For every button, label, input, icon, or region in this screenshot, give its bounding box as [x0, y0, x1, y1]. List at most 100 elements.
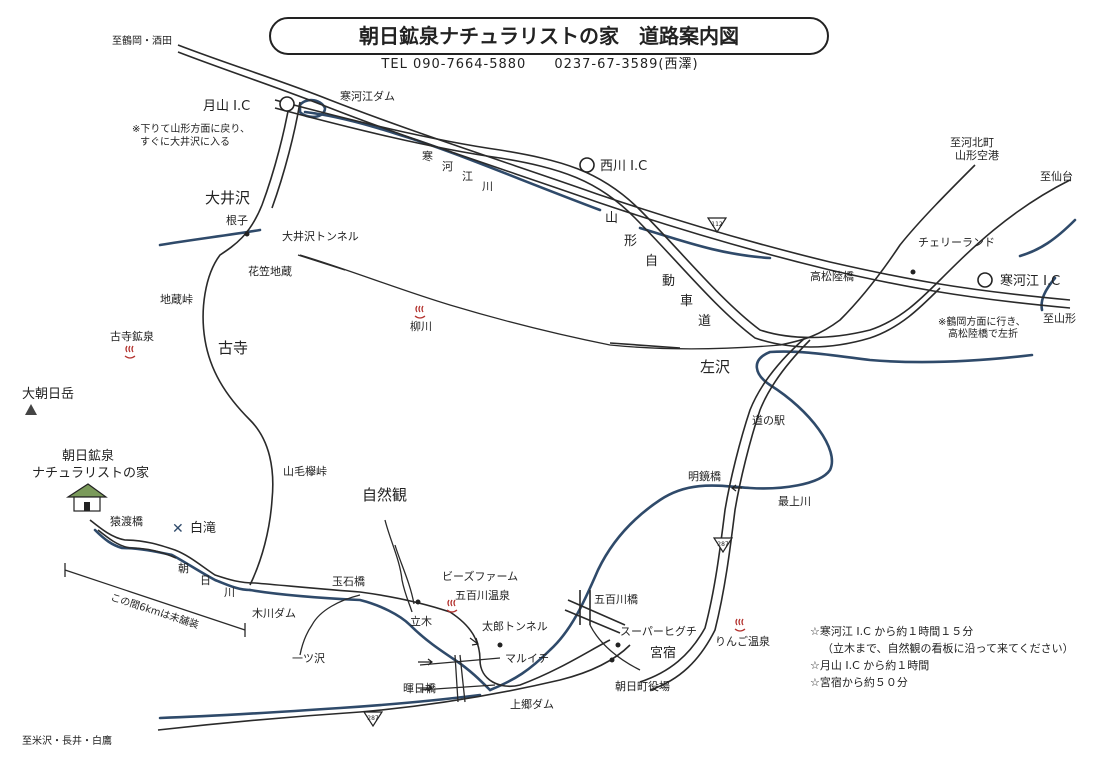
ooisawa-river — [158, 228, 262, 247]
label-ooisawa-tunnel: 大井沢トンネル — [282, 229, 359, 243]
label-yamagata-exp-4: 動 — [662, 274, 675, 289]
road-gravel-dim — [64, 563, 246, 637]
road-gohyaku-bridge — [564, 590, 626, 634]
mountain-icon — [25, 404, 37, 415]
road-ooisawa — [202, 99, 291, 586]
label-cherryland: チェリーランド — [918, 236, 995, 249]
label-gohyakugawa-bridge: 五百川橋 — [594, 592, 638, 606]
label-shizenkan: 自然観 — [362, 486, 407, 504]
label-mogami: 最上川 — [778, 495, 811, 508]
label-asahi-river-3: 川 — [224, 586, 235, 599]
yamagata-expressway-b — [274, 107, 941, 348]
road-south-main-b — [639, 337, 806, 683]
label-house-1: 朝日鉱泉 — [62, 448, 114, 464]
gassan-ic-marker — [279, 96, 295, 112]
road-shizenkan — [384, 519, 413, 613]
label-yamagata-exp-5: 車 — [680, 294, 693, 309]
route-112 — [177, 44, 1071, 301]
road-shizenkan-b — [394, 544, 415, 605]
arrow-icon — [418, 658, 433, 666]
label-sagae-river-2: 河 — [442, 160, 453, 173]
onsen-icon — [446, 599, 458, 613]
label-yamagata: 至山形 — [1043, 312, 1076, 325]
house-icon — [65, 483, 108, 512]
road-kahoku — [779, 164, 976, 346]
label-tamaishi: 玉石橋 — [332, 574, 365, 588]
label-sarumawashi: 猿渡橋 — [110, 514, 143, 528]
label-ringo-onsen: りんご温泉 — [715, 634, 770, 648]
road-river-side — [589, 624, 641, 671]
label-hanagasa: 花笠地蔵 — [248, 264, 292, 278]
cherryland-dot — [910, 269, 916, 275]
label-sagae-dam: 寒河江ダム — [340, 89, 395, 103]
label-yamagata-exp-2: 形 — [624, 234, 637, 249]
road-hiyori — [419, 654, 501, 703]
label-sagae-river-1: 寒 — [422, 149, 433, 163]
route-112-b — [177, 51, 1071, 309]
label-yanagawa: 柳川 — [410, 319, 432, 333]
tel-numbers: TEL 090-7664-5880 0237-67-3589(西澤) — [380, 57, 698, 72]
label-furudera-onsen: 古寺鉱泉 — [110, 329, 154, 343]
road-ooisawa-b — [271, 101, 301, 209]
label-takamatsu: 高松陸橋 — [810, 269, 854, 283]
direction-line: ☆寒河江 I.C から約１時間１５分 — [810, 624, 973, 638]
label-house-2: ナチュラリストの家 — [32, 465, 149, 481]
road-route287 — [157, 644, 631, 731]
label-kamigo-dam: 上郷ダム — [510, 697, 554, 711]
label-hiyoribashi: 暉日橋 — [403, 681, 436, 695]
label-michinoeki: 道の駅 — [752, 413, 785, 427]
label-tsuruoka: 至鶴岡・酒田 — [112, 34, 172, 47]
page-title: 朝日鉱泉ナチュラリストの家 道路案内図 — [359, 24, 739, 48]
road-ooisawa-tunnel — [297, 254, 346, 271]
label-yamagata-exp-1: 山 — [605, 211, 618, 226]
label-beads-farm: ビーズファーム — [442, 569, 518, 583]
direction-line: ☆月山 I.C から約１時間 — [810, 658, 929, 672]
label-oasahi: 大朝日岳 — [22, 387, 74, 402]
beads-farm-dot — [415, 599, 421, 605]
label-sendai: 至仙台 — [1040, 169, 1073, 183]
svg-text:112: 112 — [711, 221, 723, 228]
label-sagae-river-3: 江 — [462, 170, 473, 183]
label-asahi-river-2: 日 — [200, 574, 211, 587]
road-house — [89, 519, 451, 613]
onsen-icon — [734, 618, 746, 632]
route-287-shield-b: 287 — [362, 711, 384, 728]
arrow-icon — [418, 684, 433, 692]
asahi-office-dot — [609, 657, 615, 663]
arrow-icon — [731, 484, 742, 492]
river-east — [638, 226, 772, 260]
label-tsuruoka-note-2: 高松陸橋で左折 — [948, 327, 1018, 340]
road-south-main — [649, 339, 811, 691]
road-sashi-cut — [609, 342, 681, 349]
label-yamagata-exp-6: 道 — [698, 314, 711, 329]
mogami-lower — [158, 693, 482, 720]
road-sashi — [299, 254, 781, 350]
label-yamagata-exp-3: 自 — [645, 254, 658, 269]
label-meikyo: 明鏡橋 — [688, 469, 721, 483]
label-kahoku-1: 至河北町 — [950, 136, 994, 149]
label-taro-tunnel: 太郎トンネル — [482, 619, 548, 633]
direction-line: ☆宮宿から約５０分 — [810, 675, 908, 689]
direction-line: （立木まで、自然観の看板に沿って来てください） — [822, 641, 1074, 655]
label-nishikawa-ic: 西川 I.C — [600, 159, 647, 174]
road-hitotsusawa — [299, 594, 361, 656]
label-hitotsusawa: 一ツ沢 — [292, 651, 325, 665]
dam-lake — [298, 98, 327, 119]
label-sagae-ic: 寒河江 I.C — [1000, 273, 1060, 289]
label-gassan-note-1: ※下りて山形方面に戻り、 — [132, 122, 250, 135]
onsen-icon — [124, 345, 136, 359]
label-gassan-ic: 月山 I.C — [203, 99, 250, 114]
asahi-river-2 — [248, 588, 492, 692]
route-112-shield: 112 — [706, 217, 728, 234]
waterfall-icon: ✕ — [172, 521, 184, 537]
mogami-river — [488, 218, 1077, 692]
label-shirataki: 白滝 — [190, 520, 216, 536]
label-furudera: 古寺 — [218, 339, 248, 357]
svg-text:287: 287 — [367, 715, 379, 722]
label-tachiki: 立木 — [410, 614, 432, 628]
label-asahi-river-1: 朝 — [178, 562, 189, 575]
yamagata-expressway — [274, 99, 1071, 339]
maruichi-dot — [497, 642, 503, 648]
title-box — [269, 17, 829, 55]
